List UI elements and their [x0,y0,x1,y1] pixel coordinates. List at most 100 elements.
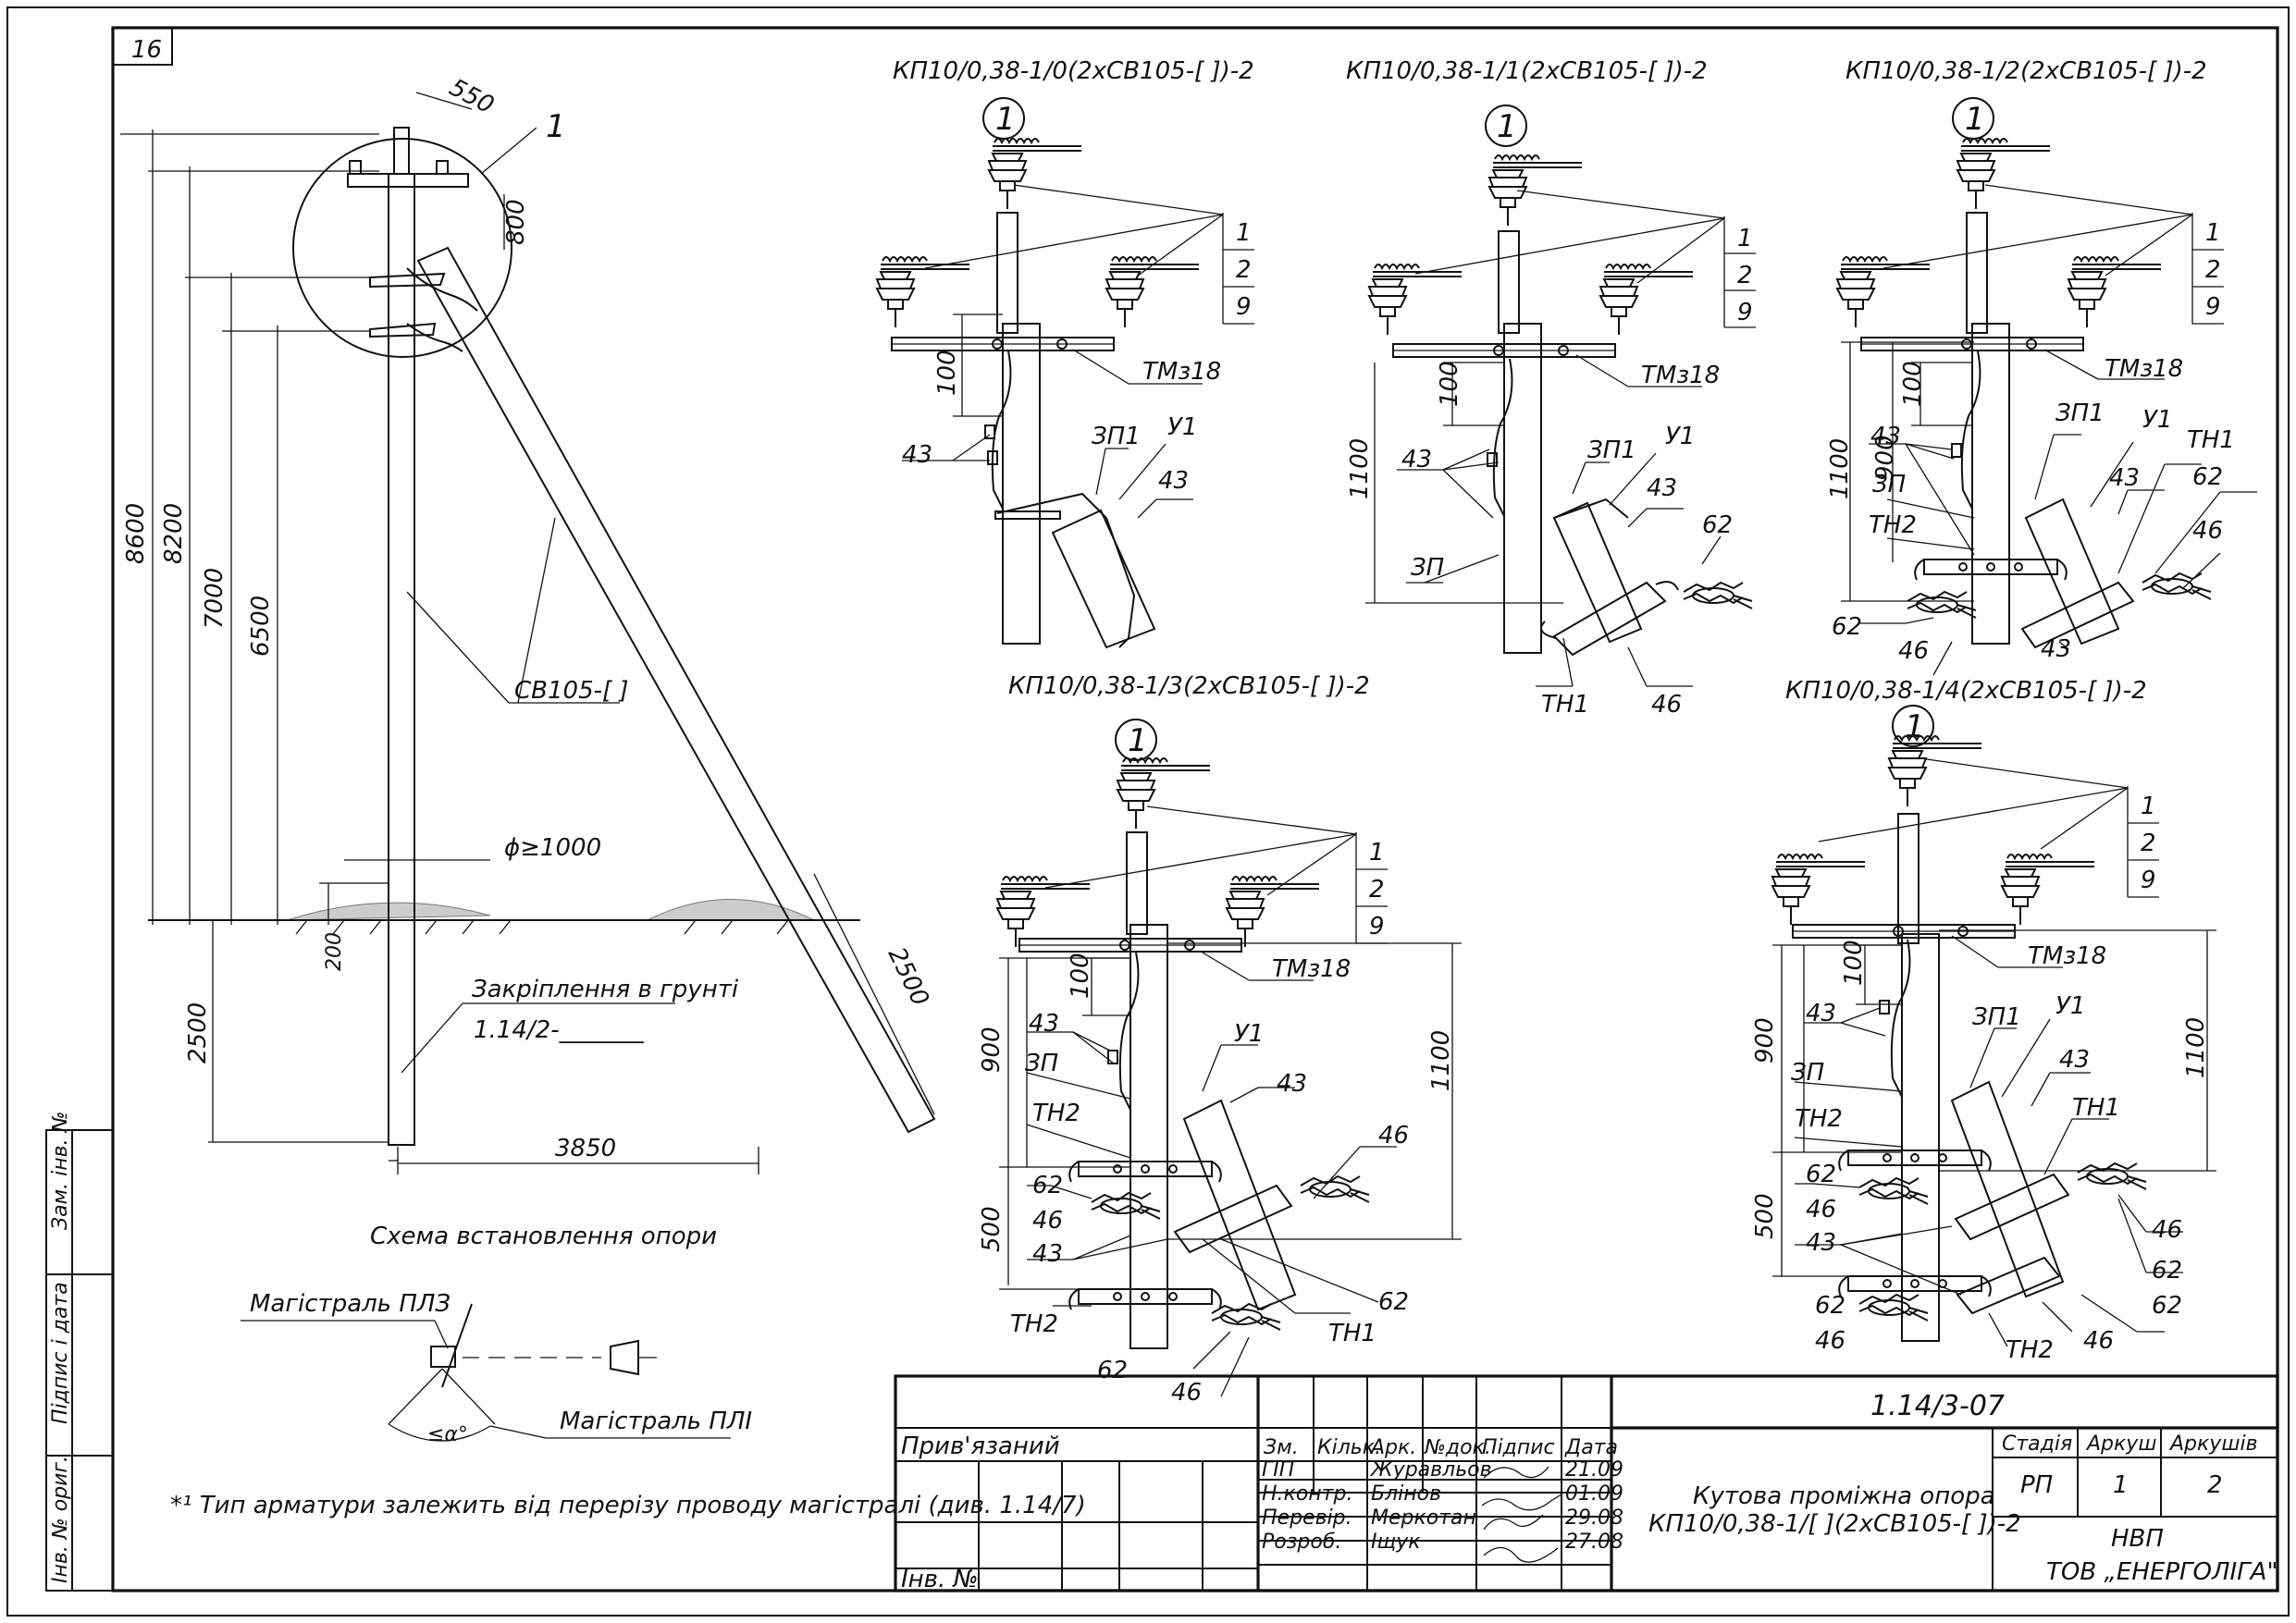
e-dim-500: 500 [1751,1193,1779,1239]
row-role-3: Розроб. [1262,1531,1341,1554]
a-pos-43a: 43 [902,441,932,469]
variant-1-0: КП10/0,38-1/0(2хСВ105-[ ])-2 1 1 2 9 ТМз… [876,57,1255,649]
sheet-number-box [112,27,173,66]
c-pos-43c: 43 [2041,635,2071,663]
c-pos-46a: 46 [2192,517,2223,545]
dim-3850: 3850 [555,1135,616,1162]
side-stamp-replace: Зам. інв. № [49,1112,72,1231]
e-dim-100: 100 [1840,940,1868,986]
variant-1-2: КП10/0,38-1/2(2хСВ105-[ ])-2 1 1 2 9 [1826,57,2257,676]
sheets-value: 2 [2207,1471,2223,1499]
d-pos-46b: 46 [1378,1122,1409,1150]
signature-0 [1483,1466,1549,1479]
d-dim-1100: 1100 [1427,1030,1455,1091]
b-tn1: ТН1 [1541,691,1589,719]
c-pos-43b: 43 [2109,464,2140,492]
hdr-ark: Арк. [1369,1436,1416,1459]
dim-800: 800 [502,199,530,245]
angle-label: ≤α° [427,1423,468,1446]
stage-value: РП [2020,1471,2053,1499]
dim-550: 550 [445,74,499,120]
b-dim-100: 100 [1436,361,1463,407]
variant-1-0-title: КП10/0,38-1/0(2хСВ105-[ ])-2 [893,57,1254,85]
hdr-pidpys: Підпис [1482,1436,1555,1459]
d-tn1: ТН1 [1328,1320,1376,1347]
a-zp1: ЗП1 [1092,423,1141,450]
row-date-0: 21.09 [1565,1458,1623,1482]
footnote: *¹ Тип арматури залежить від перерізу пр… [170,1492,1086,1519]
d-pos-62c: 62 [1097,1357,1128,1384]
a-tmz18: ТМз18 [1142,358,1221,386]
d-pos-62b: 62 [1378,1288,1409,1316]
d-pos-62a: 62 [1032,1172,1063,1199]
side-stamp: Зам. інв. № Підпис і дата Інв. № ориг. [45,1112,114,1592]
line-pl3-label: Магістраль ПЛЗ [250,1290,451,1318]
e-pos-1: 1 [2141,793,2156,820]
b-dim-1100: 1100 [1346,438,1374,499]
d-pos-43a: 43 [1029,1010,1059,1038]
c-u1: У1 [2142,406,2172,434]
inv-label: Інв. № [901,1566,979,1593]
d-pos-43b: 43 [1032,1240,1063,1268]
pole-type-label: СВ105-[ ] [514,677,629,705]
variant-1-3: КП10/0,38-1/3(2хСВ105-[ ])-2 1 1 2 9 [978,672,1462,1407]
c-dim-100: 100 [1899,361,1927,407]
variant-1-1-title: КП10/0,38-1/1(2хСВ105-[ ])-2 [1346,57,1708,85]
e-pos-46b: 46 [2152,1216,2182,1244]
d-u1: У1 [1234,1020,1264,1048]
d-tmz18: ТМз18 [1272,955,1351,983]
b-u1: У1 [1665,423,1695,450]
row-role-2: Перевір. [1262,1506,1352,1530]
sheet-value: 1 [2113,1471,2129,1499]
c-tn1: ТН1 [2187,426,2235,454]
variant-1-4-title: КП10/0,38-1/4(2хСВ105-[ ])-2 [1785,677,2147,705]
hdr-kilk: Кільк. [1317,1436,1381,1459]
variant-1-3-node: 1 [1128,722,1148,759]
e-pos-62a: 62 [1806,1161,1836,1188]
title-block: 1.14/3-07 Прив'язаний Інв. № Зм. Кільк. … [894,1374,2279,1593]
org-line2: ТОВ „ЕНЕРГОЛІГА" [2046,1558,2277,1586]
d-dim-900: 900 [978,1027,1006,1073]
variant-1-1-node: 1 [1497,108,1517,145]
line-pli-label: Магістраль ПЛІ [560,1408,752,1435]
row-name-0: Журавльов [1369,1458,1492,1482]
hdr-zm: Зм. [1264,1436,1299,1459]
variant-1-2-title: КП10/0,38-1/2(2хСВ105-[ ])-2 [1845,57,2207,85]
e-pos-62b: 62 [2152,1257,2182,1285]
hdr-data: Дата [1564,1436,1618,1459]
d-tn2a: ТН2 [1032,1100,1080,1127]
d-zp: ЗП [1025,1050,1058,1077]
e-tn2a: ТН2 [1795,1105,1843,1133]
d-pos-9: 9 [1369,913,1385,941]
dim-2500-depth: 2500 [184,1002,212,1064]
b-zp: ЗП [1411,554,1444,582]
d-pos-46c: 46 [1171,1379,1202,1407]
dim-8200: 8200 [160,503,188,564]
a-pos-9: 9 [1236,293,1252,321]
row-name-1: Блінов [1371,1482,1441,1506]
dim-7000: 7000 [201,568,228,629]
c-pos-46b: 46 [1898,637,1929,665]
c-dim-900: 900 [1871,435,1899,481]
e-pos-46c: 46 [1815,1327,1845,1355]
e-pos-43b: 43 [2059,1046,2090,1074]
c-pos-2: 2 [2205,256,2221,284]
a-pos-43b: 43 [1158,467,1189,495]
variant-1-2-node: 1 [1965,101,1985,138]
inner-frame [111,26,2279,1592]
row-role-1: Н.контр. [1262,1482,1352,1506]
c-pos-62a: 62 [2192,463,2223,491]
d-pos-43c: 43 [1277,1070,1307,1098]
description-line1: Кутова проміжна опора [1693,1482,1995,1510]
e-tmz18: ТМз18 [2028,942,2106,970]
outer-border [6,6,2290,1617]
dim-8600: 8600 [122,503,150,564]
e-zp: ЗП [1791,1059,1824,1087]
line-direction-sketch: Магістраль ПЛЗ ≤α° Магістраль ПЛІ *¹ Тип… [170,1290,1086,1519]
side-stamp-sign: Підпис і дата [49,1282,72,1424]
ground-fixing-code: 1.14/2-_______ [474,1016,645,1044]
row-date-1: 01.09 [1565,1482,1623,1506]
sheet-number: 16 [131,36,162,64]
b-pos-2: 2 [1737,262,1753,289]
